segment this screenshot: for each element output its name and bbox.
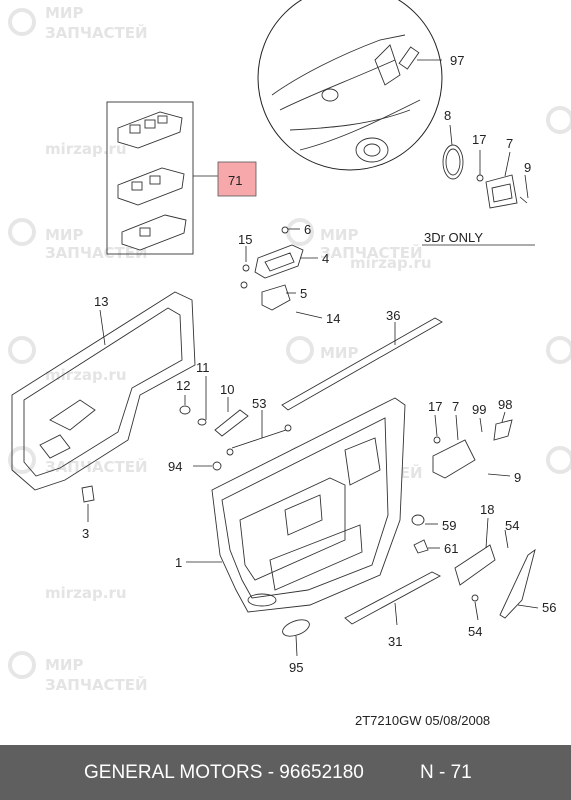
plug-part	[282, 619, 310, 637]
handle-bezel-part	[254, 244, 304, 279]
part-label-53: 53	[252, 396, 266, 411]
part-label-54: 54	[505, 518, 519, 533]
leader-98	[501, 411, 506, 423]
leader-95	[295, 635, 298, 657]
part-label-13: 13	[94, 294, 108, 309]
side-trim-part	[499, 548, 536, 619]
part-label-1: 1	[175, 555, 182, 570]
inner-handle-part	[432, 439, 476, 479]
leader-31	[394, 602, 398, 626]
link-rod-part	[214, 409, 249, 437]
part-label-5: 5	[300, 286, 307, 301]
footer-part-number: GENERAL MOTORS - 96652180	[84, 762, 364, 783]
watermark-line1: МИР	[45, 226, 83, 244]
door-trim-panel-part	[211, 397, 406, 613]
watermark-line1: МИР	[320, 226, 358, 244]
drawing-code: 2T7210GW 05/08/2008	[355, 713, 491, 728]
sealing-sheet-part	[11, 291, 196, 491]
leader-54	[474, 601, 479, 621]
watermark-line2: ЗАПЧАСТЕЙ	[320, 243, 423, 262]
leader-56	[517, 604, 539, 609]
part-label-94: 94	[168, 459, 182, 474]
part-label-56: 56	[542, 600, 556, 615]
highlighted-part-label[interactable]: 71	[228, 173, 242, 188]
part-label-8: 8	[444, 108, 451, 123]
part-label-15: 15	[238, 232, 252, 247]
window-switch-parts	[117, 111, 187, 251]
pull-cup-part	[454, 544, 496, 586]
part-label-3: 3	[82, 526, 89, 541]
leader-18	[485, 517, 489, 549]
belt-molding-part	[281, 317, 443, 411]
small-cap-part	[413, 539, 429, 554]
speaker-ring-part	[442, 144, 464, 180]
part-label-9: 9	[524, 160, 531, 175]
part-label-4: 4	[322, 251, 329, 266]
leader-13	[99, 309, 106, 346]
part-label-31: 31	[388, 634, 402, 649]
part-label-54: 54	[468, 624, 482, 639]
variant-note: 3Dr ONLY	[424, 230, 483, 245]
part-label-14: 14	[326, 311, 340, 326]
footer-diagram-ref: N - 71	[420, 762, 472, 783]
trim-cap-part	[493, 419, 513, 441]
part-label-11: 11	[196, 360, 210, 375]
leader-53	[231, 410, 287, 449]
watermark-line2: ЗАПЧАСТЕЙ	[45, 675, 148, 694]
watermark-line2: ЗАПЧАСТЕЙ	[45, 243, 148, 262]
leader-9	[487, 473, 511, 477]
part-label-7: 7	[452, 399, 459, 414]
watermark-site: mirzap.ru	[45, 366, 127, 384]
watermark-site: mirzap.ru	[350, 254, 432, 272]
leader-54	[504, 529, 509, 549]
switch-group-box	[106, 101, 194, 255]
leader-17	[434, 414, 438, 437]
footer-bar: GENERAL MOTORS - 96652180 N - 71	[0, 745, 571, 800]
part-label-6: 6	[304, 222, 311, 237]
lower-molding-part	[344, 571, 441, 625]
part-label-97: 97	[450, 53, 464, 68]
part-label-99: 99	[472, 402, 486, 417]
part-label-17: 17	[428, 399, 442, 414]
part-label-95: 95	[289, 660, 303, 675]
part-label-7: 7	[506, 136, 513, 151]
part-label-9: 9	[514, 470, 521, 485]
leader-8	[449, 124, 453, 146]
leader-7	[504, 151, 511, 177]
watermark-site: mirzap.ru	[45, 140, 127, 158]
leader-7	[455, 414, 459, 441]
exploded-parts-diagram: МИР ЗАПЧАСТЕЙ МИР ЗАПЧАСТЕЙ МИР ЗАПЧАСТЕ…	[8, 0, 571, 694]
part-label-10: 10	[220, 382, 234, 397]
part-label-18: 18	[480, 502, 494, 517]
bracket-part	[261, 284, 291, 311]
part-label-59: 59	[442, 518, 456, 533]
part-label-98: 98	[498, 397, 512, 412]
watermark-line2: ЗАПЧАСТЕЙ	[45, 23, 148, 42]
part-label-61: 61	[444, 541, 458, 556]
part-label-17: 17	[472, 132, 486, 147]
inner-handle-part	[485, 174, 518, 209]
leader-99	[479, 417, 483, 433]
part-label-36: 36	[386, 308, 400, 323]
highlighted-part-box[interactable]	[217, 161, 257, 197]
watermark-line1: МИР	[45, 656, 83, 674]
leader-14	[295, 311, 323, 319]
leader-9	[519, 174, 529, 204]
clip-part	[81, 485, 95, 503]
watermark-line1: МИР	[45, 4, 83, 22]
part-label-12: 12	[176, 378, 190, 393]
detail-view-3dr	[257, 0, 443, 171]
watermark-site: mirzap.ru	[45, 584, 127, 602]
watermark-line1: МИР	[320, 344, 358, 362]
